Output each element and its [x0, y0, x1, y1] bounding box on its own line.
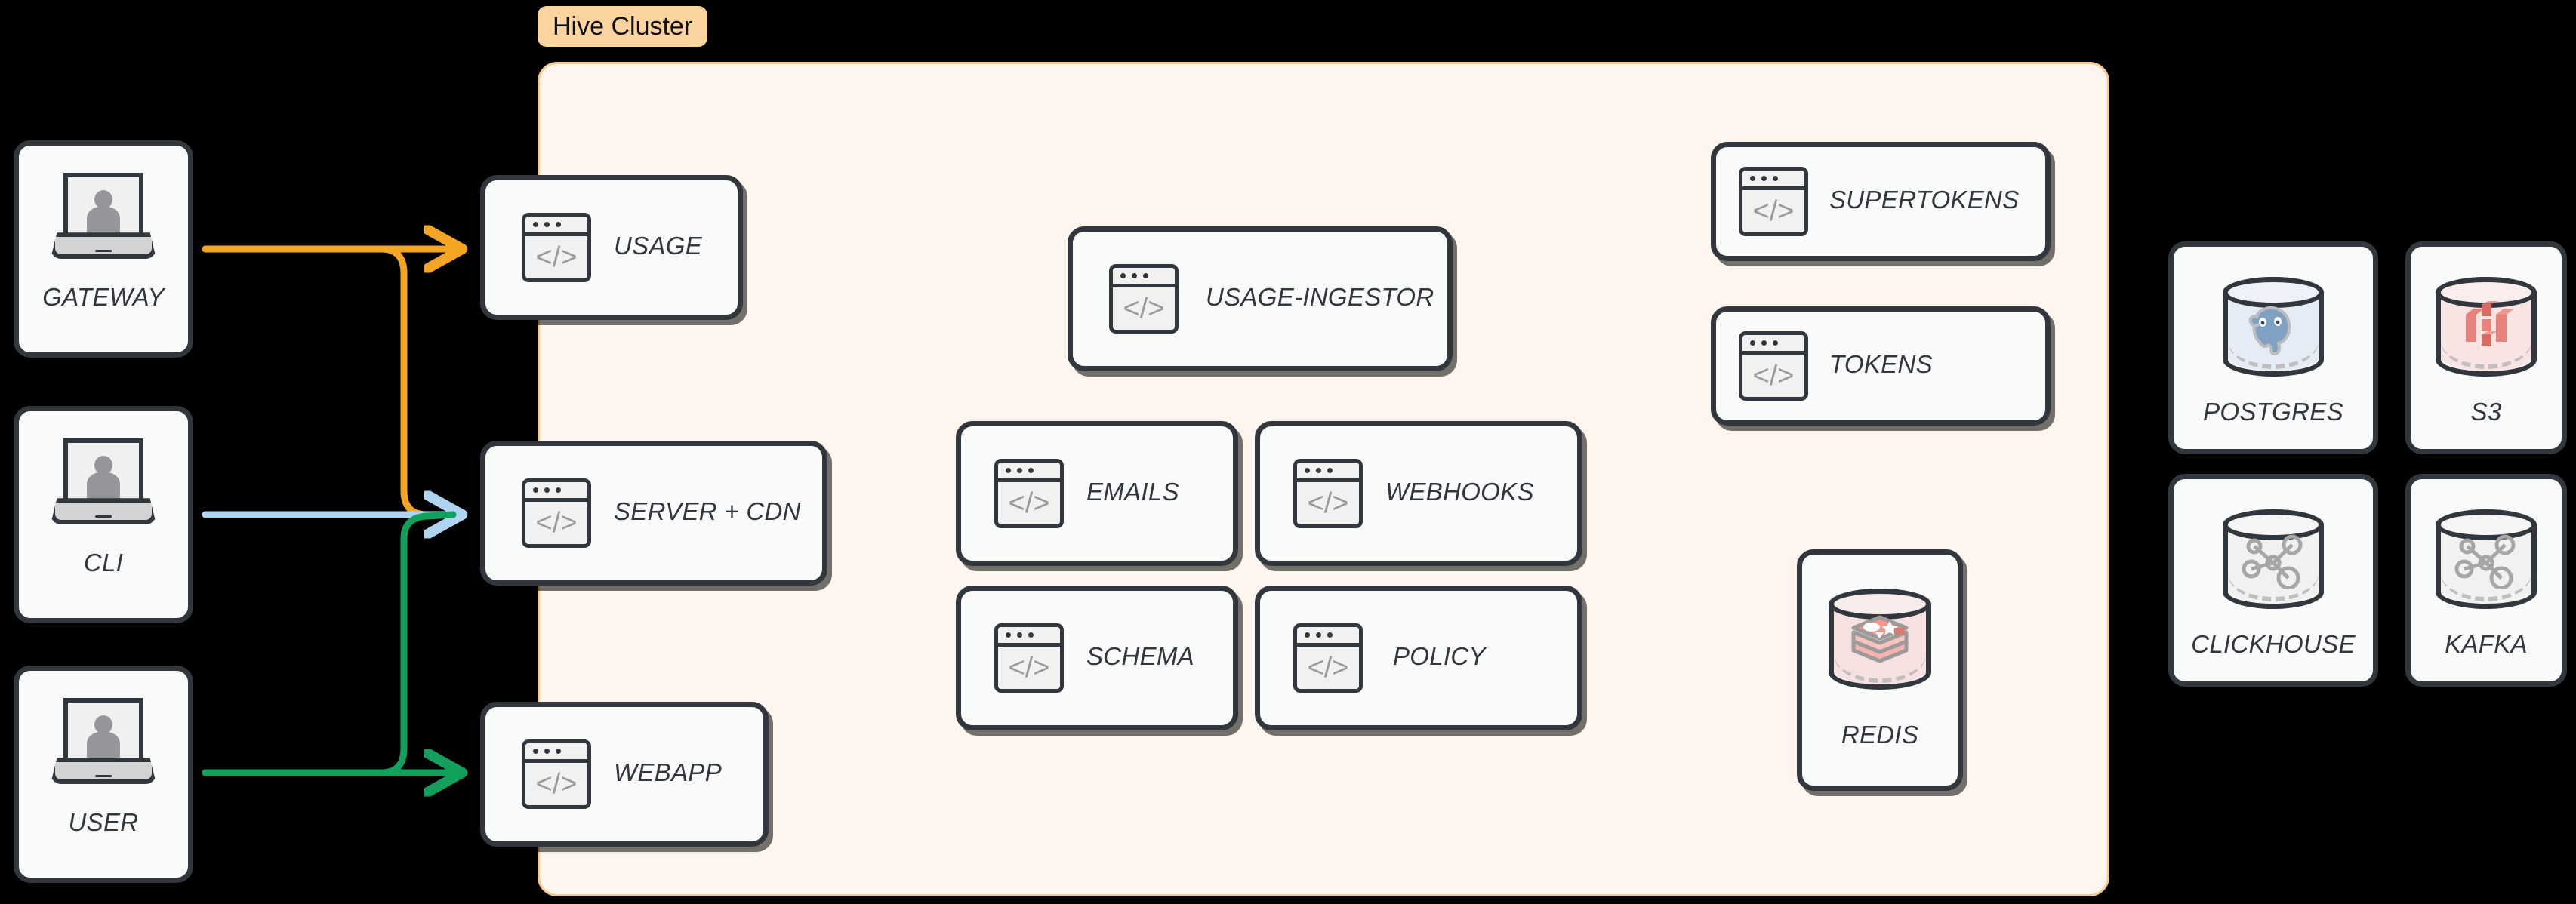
service-card-webapp[interactable]: </> WEBAPP	[480, 702, 769, 847]
client-card-gateway[interactable]: GATEWAY	[14, 140, 193, 358]
store-card-kafka[interactable]: KAFKA	[2405, 474, 2567, 687]
client-label: GATEWAY	[42, 283, 165, 311]
client-card-cli[interactable]: CLI	[14, 406, 193, 623]
wire-user-server	[202, 511, 457, 776]
node-network-glyph	[2218, 531, 2328, 592]
code-glyph: </>	[1752, 195, 1795, 227]
service-label: EMAILS	[1086, 478, 1179, 506]
code-glyph: </>	[535, 767, 578, 800]
service-card-supertokens[interactable]: </> SUPERTOKENS	[1711, 142, 2051, 261]
service-label: POLICY	[1393, 642, 1486, 670]
s3-bucket-glyph	[2431, 299, 2541, 360]
code-glyph: </>	[1752, 359, 1795, 392]
hive-cluster-label: Hive Cluster	[538, 6, 708, 47]
client-card-user[interactable]: USER	[14, 666, 193, 883]
client-label: USER	[68, 808, 139, 836]
service-card-policy[interactable]: </> POLICY	[1255, 586, 1582, 730]
postgres-elephant-glyph	[2218, 299, 2328, 360]
code-window-icon: </>	[1293, 459, 1363, 528]
s3-cylinder-icon	[2431, 268, 2541, 386]
code-window-icon: </>	[1739, 331, 1808, 401]
store-label: CLICKHOUSE	[2191, 630, 2356, 658]
code-window-icon: </>	[1109, 264, 1179, 334]
store-label: KAFKA	[2445, 630, 2528, 658]
redis-stack-glyph	[1824, 610, 1936, 673]
code-window-icon: </>	[1739, 167, 1808, 236]
service-label: WEBHOOKS	[1385, 478, 1534, 506]
node-network-glyph	[2431, 531, 2541, 592]
store-card-postgres[interactable]: POSTGRES	[2168, 241, 2378, 454]
service-label: SCHEMA	[1086, 642, 1194, 670]
service-card-tokens[interactable]: </> TOKENS	[1711, 306, 2051, 426]
service-label: USAGE	[614, 232, 703, 260]
service-card-usage-ingestor[interactable]: </> USAGE-INGESTOR	[1068, 226, 1453, 371]
service-card-schema[interactable]: </> SCHEMA	[956, 586, 1238, 730]
laptop-user-icon	[51, 696, 156, 784]
service-label: TOKENS	[1829, 350, 1933, 378]
service-label: WEBAPP	[614, 758, 723, 786]
service-card-webhooks[interactable]: </> WEBHOOKS	[1255, 421, 1582, 566]
store-card-s3[interactable]: S3	[2405, 241, 2567, 454]
code-window-icon: </>	[994, 623, 1064, 693]
store-card-clickhouse[interactable]: CLICKHOUSE	[2168, 474, 2378, 687]
code-window-icon: </>	[522, 739, 591, 809]
code-glyph: </>	[535, 241, 578, 273]
code-glyph: </>	[1008, 487, 1050, 519]
store-label: POSTGRES	[2203, 398, 2343, 426]
store-label: S3	[2470, 398, 2502, 426]
postgres-cylinder-icon	[2218, 268, 2328, 386]
laptop-user-icon	[51, 171, 156, 259]
wire-gateway-server	[202, 245, 457, 518]
code-window-icon: </>	[1293, 623, 1363, 693]
code-window-icon: </>	[522, 213, 591, 282]
code-glyph: </>	[535, 506, 578, 539]
service-label: USAGE-INGESTOR	[1206, 283, 1434, 311]
redis-cylinder-icon	[1824, 579, 1936, 700]
service-label: SUPERTOKENS	[1829, 186, 2020, 214]
store-label: REDIS	[1841, 721, 1919, 749]
code-glyph: </>	[1307, 487, 1349, 519]
store-card-redis[interactable]: REDIS	[1797, 549, 1963, 791]
laptop-user-icon	[51, 437, 156, 524]
kafka-cylinder-icon	[2431, 500, 2541, 618]
code-window-icon: </>	[522, 478, 591, 548]
service-card-usage[interactable]: </> USAGE	[480, 175, 743, 320]
clickhouse-cylinder-icon	[2218, 500, 2328, 618]
code-glyph: </>	[1123, 292, 1165, 324]
service-card-emails[interactable]: </> EMAILS	[956, 421, 1238, 566]
service-card-server-cdn[interactable]: </> SERVER + CDN	[480, 441, 827, 586]
code-glyph: </>	[1307, 651, 1349, 684]
service-label: SERVER + CDN	[614, 497, 801, 525]
client-label: CLI	[83, 549, 124, 577]
code-window-icon: </>	[994, 459, 1064, 528]
code-glyph: </>	[1008, 651, 1050, 684]
